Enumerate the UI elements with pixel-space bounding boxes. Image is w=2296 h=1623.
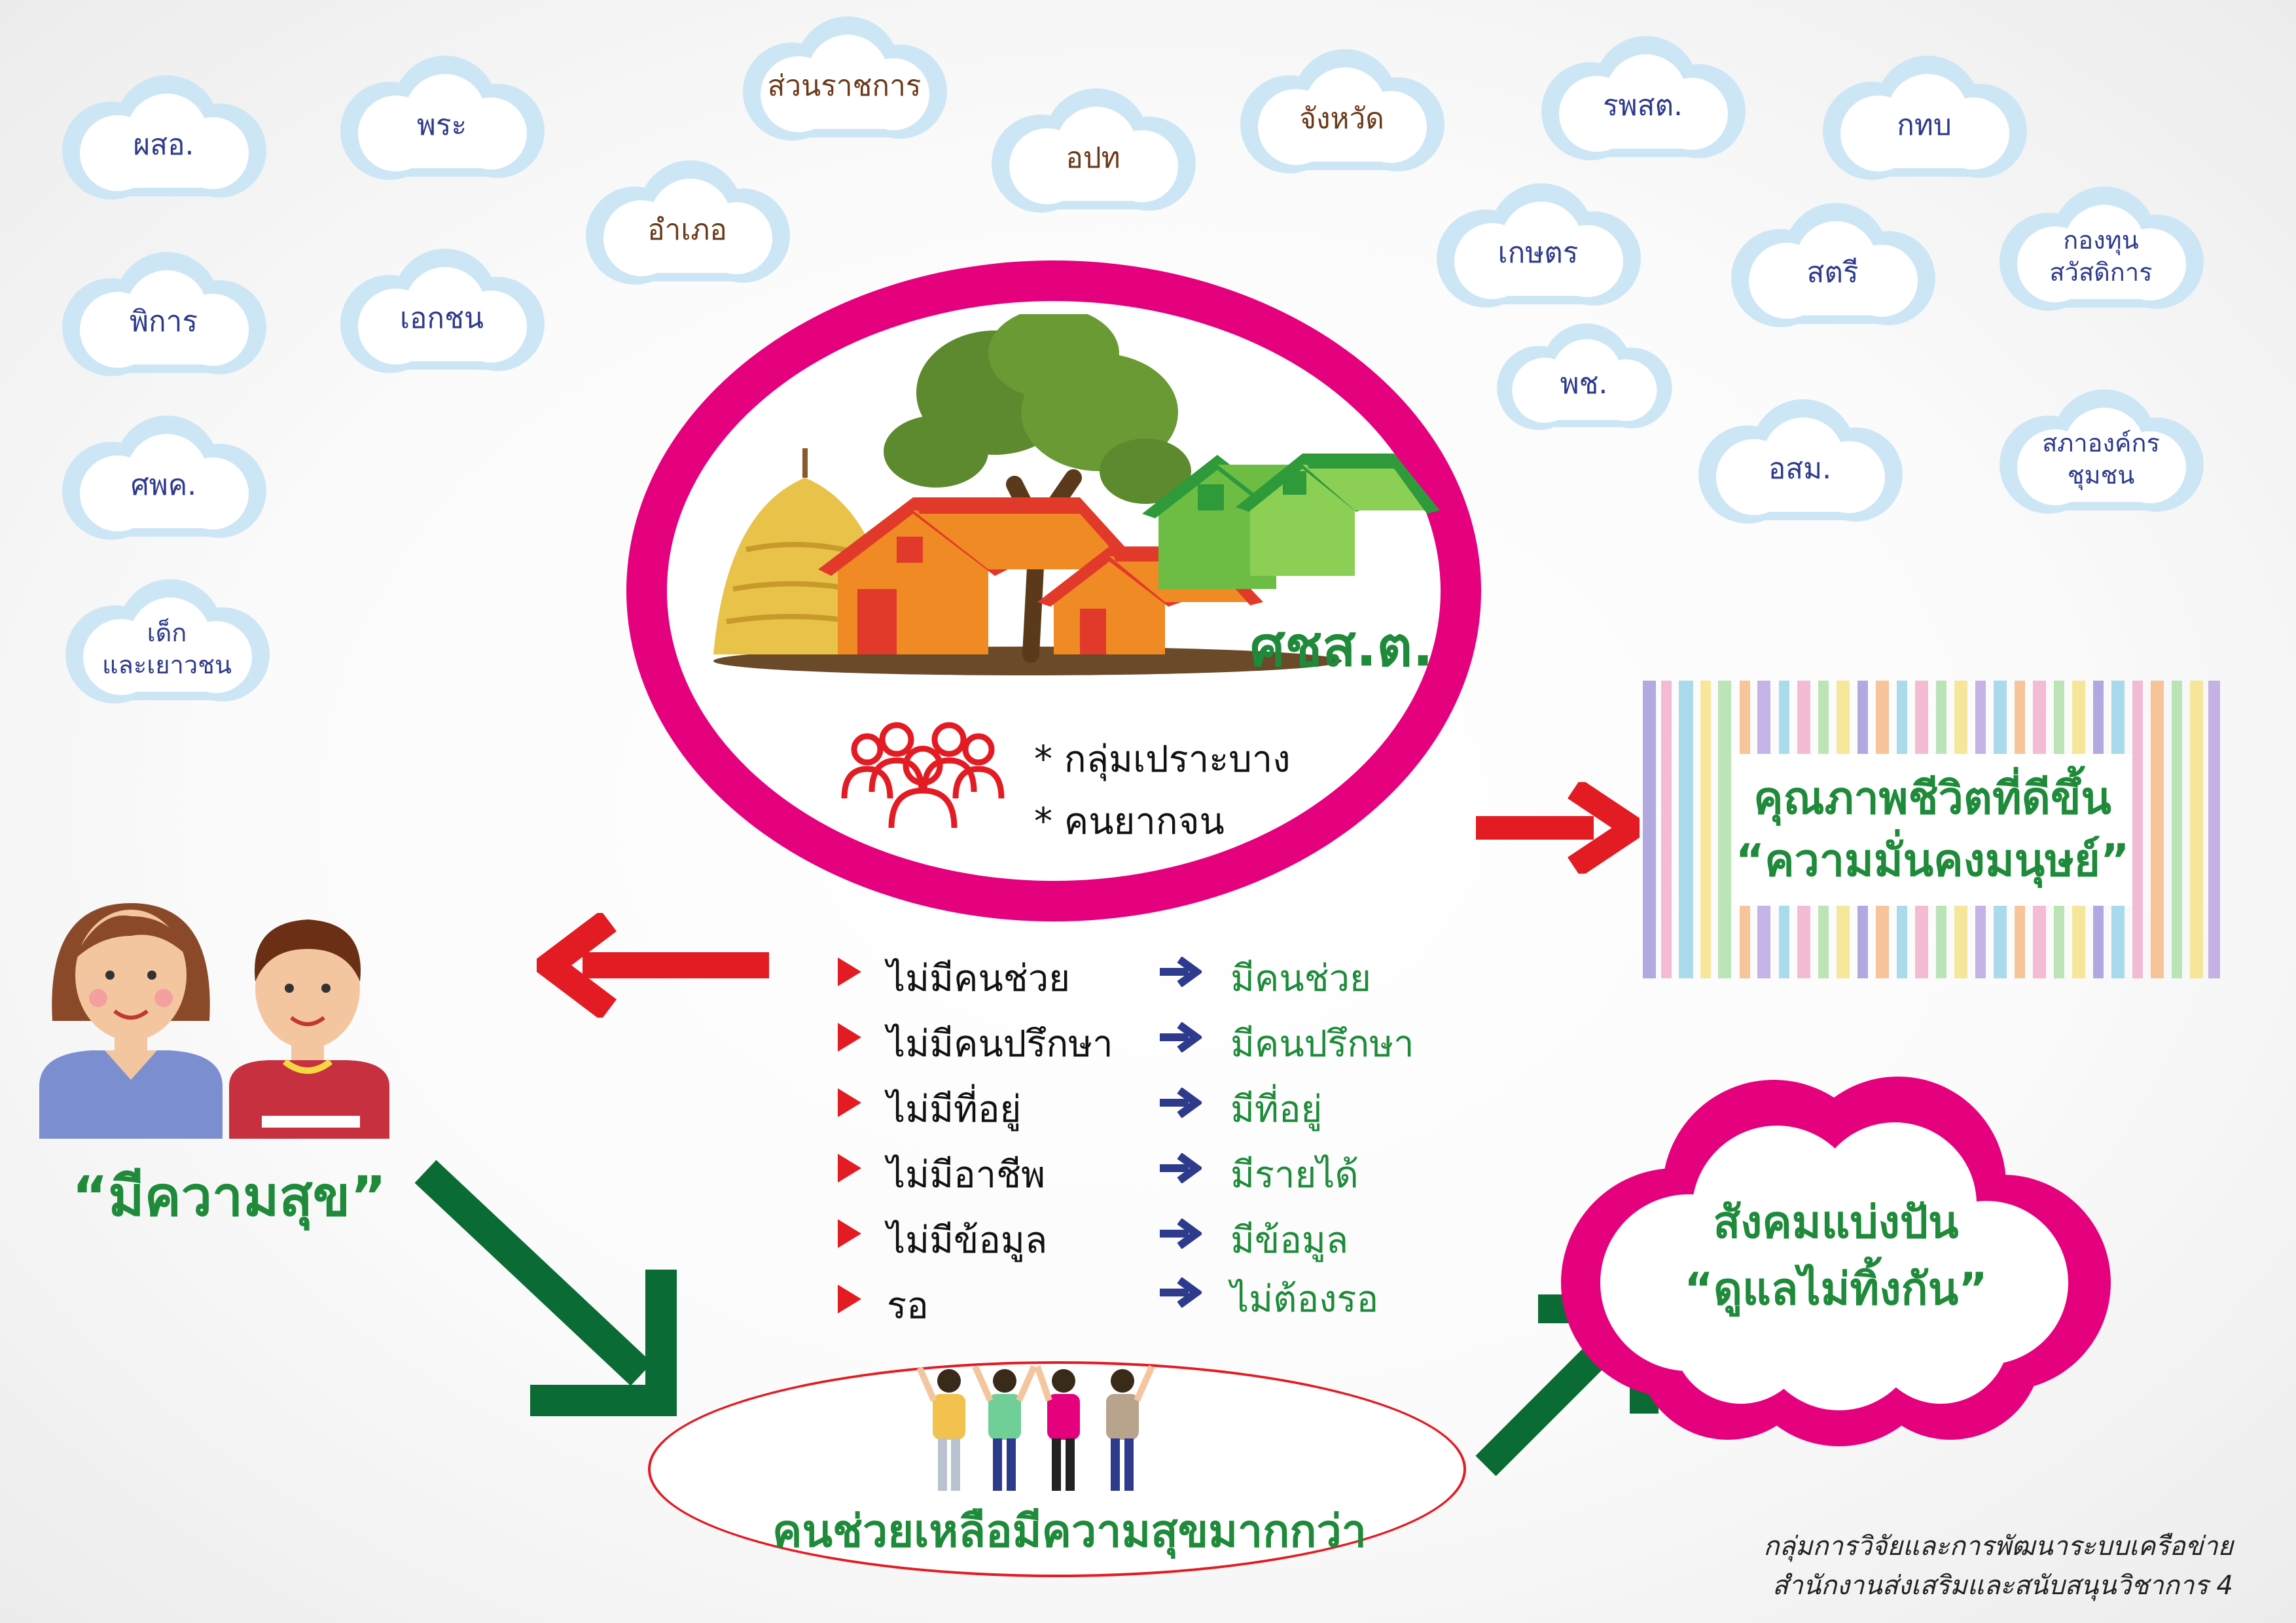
cloud-label: ศพค. [130,469,197,503]
helpers-label: คนช่วยเหลือมีความสุขมากกว่า [772,1506,1367,1558]
transition-from: ไม่มีที่อยู่ [887,1088,1022,1131]
transition-from: ไม่มีข้อมูล [887,1219,1048,1262]
cloud-label: รพสต. [1602,89,1683,123]
cloud-label: พช. [1560,367,1608,401]
cloud-disabled: พิการ [52,249,275,386]
red-triangle-icon [838,1154,861,1183]
arrow-left-icon [537,913,769,1018]
cloud-agriculture: เกษตร [1427,180,1649,317]
arrow-down-right-icon [414,1160,677,1416]
arrow-blue-icon [1160,1022,1202,1052]
cloud-welfare-fund: กองทุน สวัสดิการ [1990,183,2212,321]
cloud-label: พิการ [130,305,198,339]
cloud-label: พระ [416,109,467,143]
society-line2: “ดูแลไม่ทิ้งกัน” [1684,1264,1988,1315]
transition-to: มีข้อมูล [1230,1219,1349,1262]
footer-line2: สำนักงานส่งเสริมและสนับสนุนวิชาการ 4 [1772,1571,2233,1601]
arrow-blue-icon [1160,1088,1202,1118]
cloud-label: อปท [1066,141,1121,175]
cloud-health-volunteer: อสม. [1689,396,1911,533]
cloud-government: ส่วนราชการ [733,13,956,151]
happy-label: “มีความสุข” [72,1164,387,1228]
center-label: ศชส.ต. [1250,615,1433,679]
arrow-blue-icon [1160,1153,1202,1183]
arrow-blue-icon [1160,957,1202,987]
cloud-phso: ผสอ. [52,72,275,209]
cloud-private: เอกชน [331,245,553,383]
cloud-label: สภาองค์กร ชุมชน [2042,428,2160,490]
cloud-label: เกษตร [1498,236,1579,270]
cloud-district: อำเภอ [576,157,798,294]
cloud-lao: อปท [982,85,1204,223]
cloud-women: สตรี [1721,200,1944,337]
happy-couple-illustration [39,903,389,1139]
arrow-right-icon [1476,782,1640,874]
red-triangle-icon [838,1285,861,1313]
cloud-youth: เด็ก และเยาวชน [56,576,278,713]
society-line1: สังคมแบ่งปัน [1713,1197,1959,1249]
cloud-monk: พระ [331,52,553,190]
cloud-community-dev: พช. [1486,321,1682,438]
transition-from: ไม่มีอาชีพ [887,1154,1045,1196]
red-triangle-icon [838,1219,861,1248]
arrow-blue-icon [1160,1277,1202,1308]
cloud-province: จังหวัด [1230,46,1453,183]
quality-text-panel: คุณภาพชีวิตที่ดีขึ้น “ความมั่นคงมนุษย์” [1733,754,2132,906]
transition-to: มีที่อยู่ [1230,1088,1323,1131]
quality-line2: “ความมั่นคงมนุษย์” [1735,835,2130,887]
red-triangle-icon [838,1023,861,1052]
cloud-village-fund: กทบ [1813,52,2036,190]
transition-from: ไม่มีคนปรึกษา [887,1023,1113,1065]
quality-line1: คุณภาพชีวิตที่ดีขึ้น [1753,772,2111,825]
cloud-label: กทบ [1897,109,1952,143]
cloud-label: อสม. [1768,452,1832,486]
transition-from: ไม่มีคนช่วย [887,957,1070,1000]
cheering-people-illustration [916,1364,1155,1491]
transition-to: มีรายได้ [1230,1154,1359,1196]
cloud-label: เด็ก และเยาวชน [102,618,232,679]
cloud-label: จังหวัด [1299,102,1384,136]
arrow-blue-icon [1160,1219,1202,1249]
cloud-label: ส่วนราชการ [767,69,922,103]
cloud-label: สตรี [1806,256,1859,290]
transition-to: มีคนช่วย [1230,957,1371,1000]
group-vulnerable: * กลุ่มเปราะบาง [1034,738,1291,781]
transition-to: ไม่ต้องรอ [1230,1278,1379,1321]
village-illustration [713,314,1440,675]
cloud-hospital: รพสต. [1532,33,1754,170]
cloud-community-council: สภาองค์กร ชุมชน [1990,386,2212,524]
red-triangle-icon [838,957,861,986]
cloud-label: กองทุน สวัสดิการ [2049,225,2153,287]
transition-from: รอ [887,1285,929,1327]
group-poor: * คนยากจน [1034,800,1225,843]
cloud-label: เอกชน [399,302,484,336]
cloud-label: อำเภอ [647,213,727,247]
red-triangle-icon [838,1088,861,1117]
people-group-icon [841,722,1005,829]
cloud-label: ผสอ. [133,128,194,162]
transition-to: มีคนปรึกษา [1230,1023,1414,1065]
society-text: สังคมแบ่งปัน “ดูแลไม่ทิ้งกัน” [1558,1067,2114,1446]
cloud-family-center: ศพค. [52,412,275,550]
footer-line1: กลุ่มการวิจัยและการพัฒนาระบบเครือข่าย [1763,1531,2233,1561]
quality-box: คุณภาพชีวิตที่ดีขึ้น “ความมั่นคงมนุษย์” [1643,681,2222,978]
society-cloud: สังคมแบ่งปัน “ดูแลไม่ทิ้งกัน” [1558,1067,2114,1446]
